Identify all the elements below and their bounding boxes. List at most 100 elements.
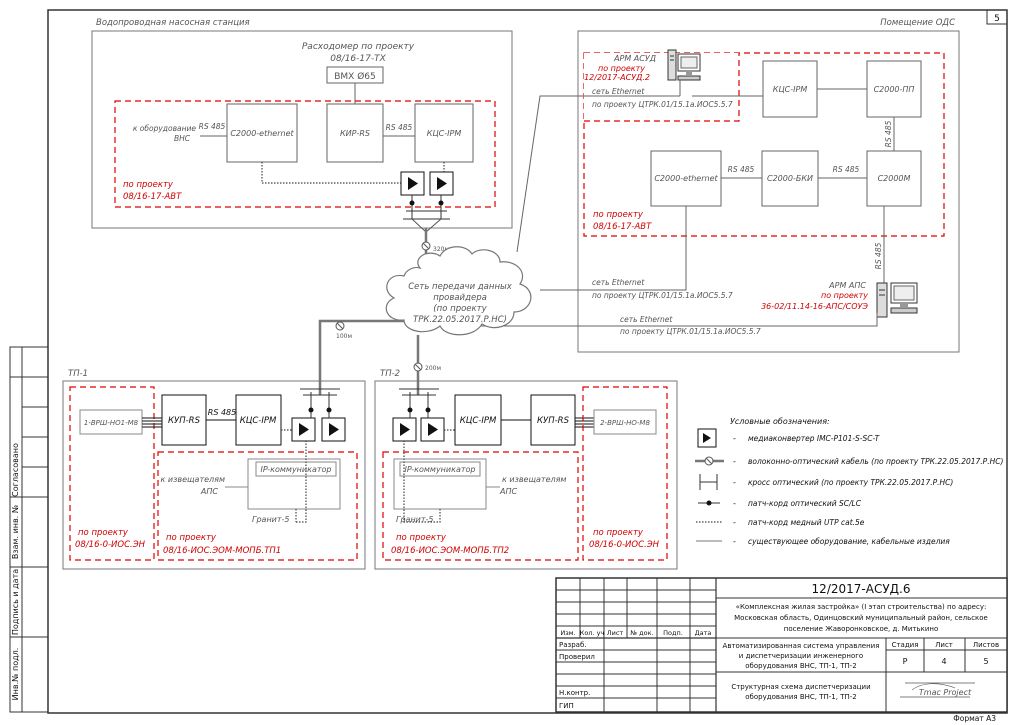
svg-text:RS 485: RS 485 — [874, 242, 883, 269]
svg-text:№ док.: № док. — [629, 629, 653, 637]
tp2-vrsh-boundary — [582, 386, 668, 561]
svg-text:сеть Ethernet: сеть Ethernet — [620, 315, 673, 324]
media-converter-vns-2 — [429, 171, 454, 196]
flowmeter-model: BMX Ø65 — [334, 71, 376, 82]
svg-text:2-ВРШ-НО-М8: 2-ВРШ-НО-М8 — [600, 419, 650, 427]
tp1-aps-boundary — [157, 451, 358, 561]
svg-text:по проекту: по проекту — [593, 210, 644, 220]
ods-avt-boundary — [583, 52, 945, 237]
svg-text:08/16-0-ИОС.ЭН: 08/16-0-ИОС.ЭН — [589, 540, 660, 550]
media-converter-vns-1 — [400, 171, 425, 196]
svg-text:RS 485: RS 485 — [728, 165, 755, 174]
svg-text:КЦС-IPM: КЦС-IPM — [427, 129, 462, 138]
svg-text:Листов: Листов — [973, 641, 999, 649]
svg-text:08/16-ИОС.ЭОМ-МОПБ.ТП1: 08/16-ИОС.ЭОМ-МОПБ.ТП1 — [163, 546, 281, 556]
svg-text:сеть Ethernet: сеть Ethernet — [592, 278, 645, 287]
svg-text:4: 4 — [941, 657, 946, 666]
svg-text:патч-корд медный UTP cat.5e: патч-корд медный UTP cat.5e — [748, 518, 865, 527]
provider-network-cloud: Сеть передачи данных провайдера (по прое… — [385, 246, 532, 336]
svg-text:IP-коммуникатор: IP-коммуникатор — [405, 465, 476, 474]
svg-text:С2000-БКИ: С2000-БКИ — [767, 174, 813, 183]
svg-text:к извещателям: к извещателям — [502, 475, 566, 484]
svg-text:и диспетчеризации инженерного: и диспетчеризации инженерного — [739, 652, 863, 660]
svg-text:ТРК.22.05.2017.Р.НС): ТРК.22.05.2017.Р.НС) — [413, 315, 507, 325]
svg-text:КЦС-IPM: КЦС-IPM — [460, 416, 497, 426]
svg-text:С2000М: С2000М — [878, 174, 911, 183]
stamp-agreed: Согласовано — [11, 443, 20, 497]
svg-text:волоконно-оптический кабель (п: волоконно-оптический кабель (по проекту … — [748, 457, 1003, 466]
svg-text:С2000-ethernet: С2000-ethernet — [654, 174, 718, 183]
svg-text:Лист: Лист — [935, 641, 953, 649]
vns-avt-boundary — [114, 100, 496, 208]
sheet-number: 5 — [994, 14, 1000, 24]
svg-text:Изм.: Изм. — [560, 629, 575, 637]
vrsh-tp2 — [593, 409, 657, 435]
svg-text:RS 485: RS 485 — [208, 408, 236, 417]
c2000-ethernet-vns — [226, 103, 298, 163]
svg-text:по проекту: по проекту — [396, 533, 447, 543]
svg-text:Гранит-5: Гранит-5 — [252, 515, 290, 524]
svg-text:кросс оптический (по проекту Т: кросс оптический (по проекту ТРК.22.05.2… — [748, 478, 953, 487]
svg-text:С2000-ПП: С2000-ПП — [874, 85, 915, 94]
svg-text:по проекту: по проекту — [593, 528, 644, 538]
svg-text:-: - — [733, 518, 736, 527]
tp1-vrsh-boundary — [69, 386, 155, 561]
svg-text:АПС: АПС — [200, 487, 218, 496]
media-converter-tp2-2 — [420, 417, 445, 442]
svg-text:оборудования ВНС, ТП-1, ТП-2: оборудования ВНС, ТП-1, ТП-2 — [745, 693, 856, 701]
document-code: 12/2017-АСУД.6 — [812, 582, 911, 596]
svg-text:Сеть передачи данных: Сеть передачи данных — [408, 282, 512, 292]
svg-text:Н.контр.: Н.контр. — [559, 689, 590, 697]
stamp-inv-original: Инв.№ подл. — [11, 648, 20, 701]
format-label: Формат А3 — [953, 714, 996, 723]
svg-text:медиаконвертер IMC-P101-S-SC-T: медиаконвертер IMC-P101-S-SC-T — [748, 434, 881, 443]
sheet-number-box — [986, 9, 1008, 25]
title-block: Изм. Кол. уч Лист № док. Подп. Дата Разр… — [555, 577, 1008, 713]
svg-text:Дата: Дата — [695, 629, 712, 637]
side-stamp: Согласовано Взам. инв. № Подпись и дата … — [9, 346, 49, 713]
svg-text:по проекту ЦТРК.01/15.1а.ИОС5.: по проекту ЦТРК.01/15.1а.ИОС5.5.7 — [592, 100, 733, 109]
c2000-bki — [761, 150, 819, 207]
tp2-aps-boundary — [382, 451, 579, 561]
svg-text:Автоматизированная система упр: Автоматизированная система управления — [723, 642, 880, 650]
svg-text:существующее оборудование, каб: существующее оборудование, кабельные изд… — [748, 537, 950, 546]
svg-text:RS 485: RS 485 — [386, 123, 413, 132]
svg-text:по проекту: по проекту — [78, 528, 129, 538]
svg-text:RS 485: RS 485 — [833, 165, 860, 174]
svg-text:КЦС-IPM: КЦС-IPM — [773, 85, 808, 94]
svg-text:по проекту ЦТРК.01/15.1а.ИОС5.: по проекту ЦТРК.01/15.1а.ИОС5.5.7 — [620, 327, 761, 336]
company-logo: Tmac Project — [900, 682, 975, 698]
svg-text:RS 485: RS 485 — [884, 120, 893, 147]
computer-icon-aps — [876, 282, 918, 318]
zone-tp2 — [374, 380, 678, 570]
svg-text:сеть Ethernet: сеть Ethernet — [592, 87, 645, 96]
svg-text:ГИП: ГИП — [559, 702, 574, 710]
legend: Условные обозначения: - медиаконвертер I… — [695, 417, 1003, 546]
svg-text:Условные обозначения:: Условные обозначения: — [730, 417, 830, 426]
svg-text:36-02/11.14-16-АПС/СОУЭ: 36-02/11.14-16-АПС/СОУЭ — [761, 302, 868, 311]
svg-text:-: - — [733, 434, 736, 443]
svg-text:КУП-RS: КУП-RS — [537, 416, 570, 426]
vrsh-tp1 — [79, 409, 143, 435]
svg-text:RS 485: RS 485 — [199, 122, 226, 131]
svg-text:1-ВРШ-НО1-М8: 1-ВРШ-НО1-М8 — [84, 419, 139, 427]
svg-text:КУП-RS: КУП-RS — [168, 416, 201, 426]
kir-rs — [326, 103, 384, 163]
svg-text:патч-корд оптический SC/LC: патч-корд оптический SC/LC — [748, 499, 862, 508]
svg-text:Tmac Project: Tmac Project — [919, 688, 972, 697]
media-converter-tp1-2 — [321, 417, 346, 442]
svg-text:200м: 200м — [425, 365, 441, 372]
kup-rs-tp2 — [530, 394, 576, 446]
svg-text:Р: Р — [903, 657, 908, 666]
svg-text:Разраб.: Разраб. — [559, 641, 587, 649]
kup-rs-tp1 — [161, 394, 207, 446]
flowmeter-doc: 08/16-17-ТХ — [330, 54, 386, 64]
svg-text:Стадия: Стадия — [892, 641, 919, 649]
flowmeter-title: Расходомер по проекту — [302, 42, 415, 52]
svg-text:ВНС: ВНС — [174, 134, 191, 143]
svg-text:12/2017-АСУД.2: 12/2017-АСУД.2 — [584, 73, 650, 82]
svg-text:Структурная схема диспетчериза: Структурная схема диспетчеризации — [731, 683, 870, 691]
svg-text:Московская область, Одинцовски: Московская область, Одинцовский муниципа… — [734, 614, 988, 622]
media-converter-tp1-1 — [291, 417, 316, 442]
svg-text:08/16-17-АВТ: 08/16-17-АВТ — [593, 222, 652, 232]
